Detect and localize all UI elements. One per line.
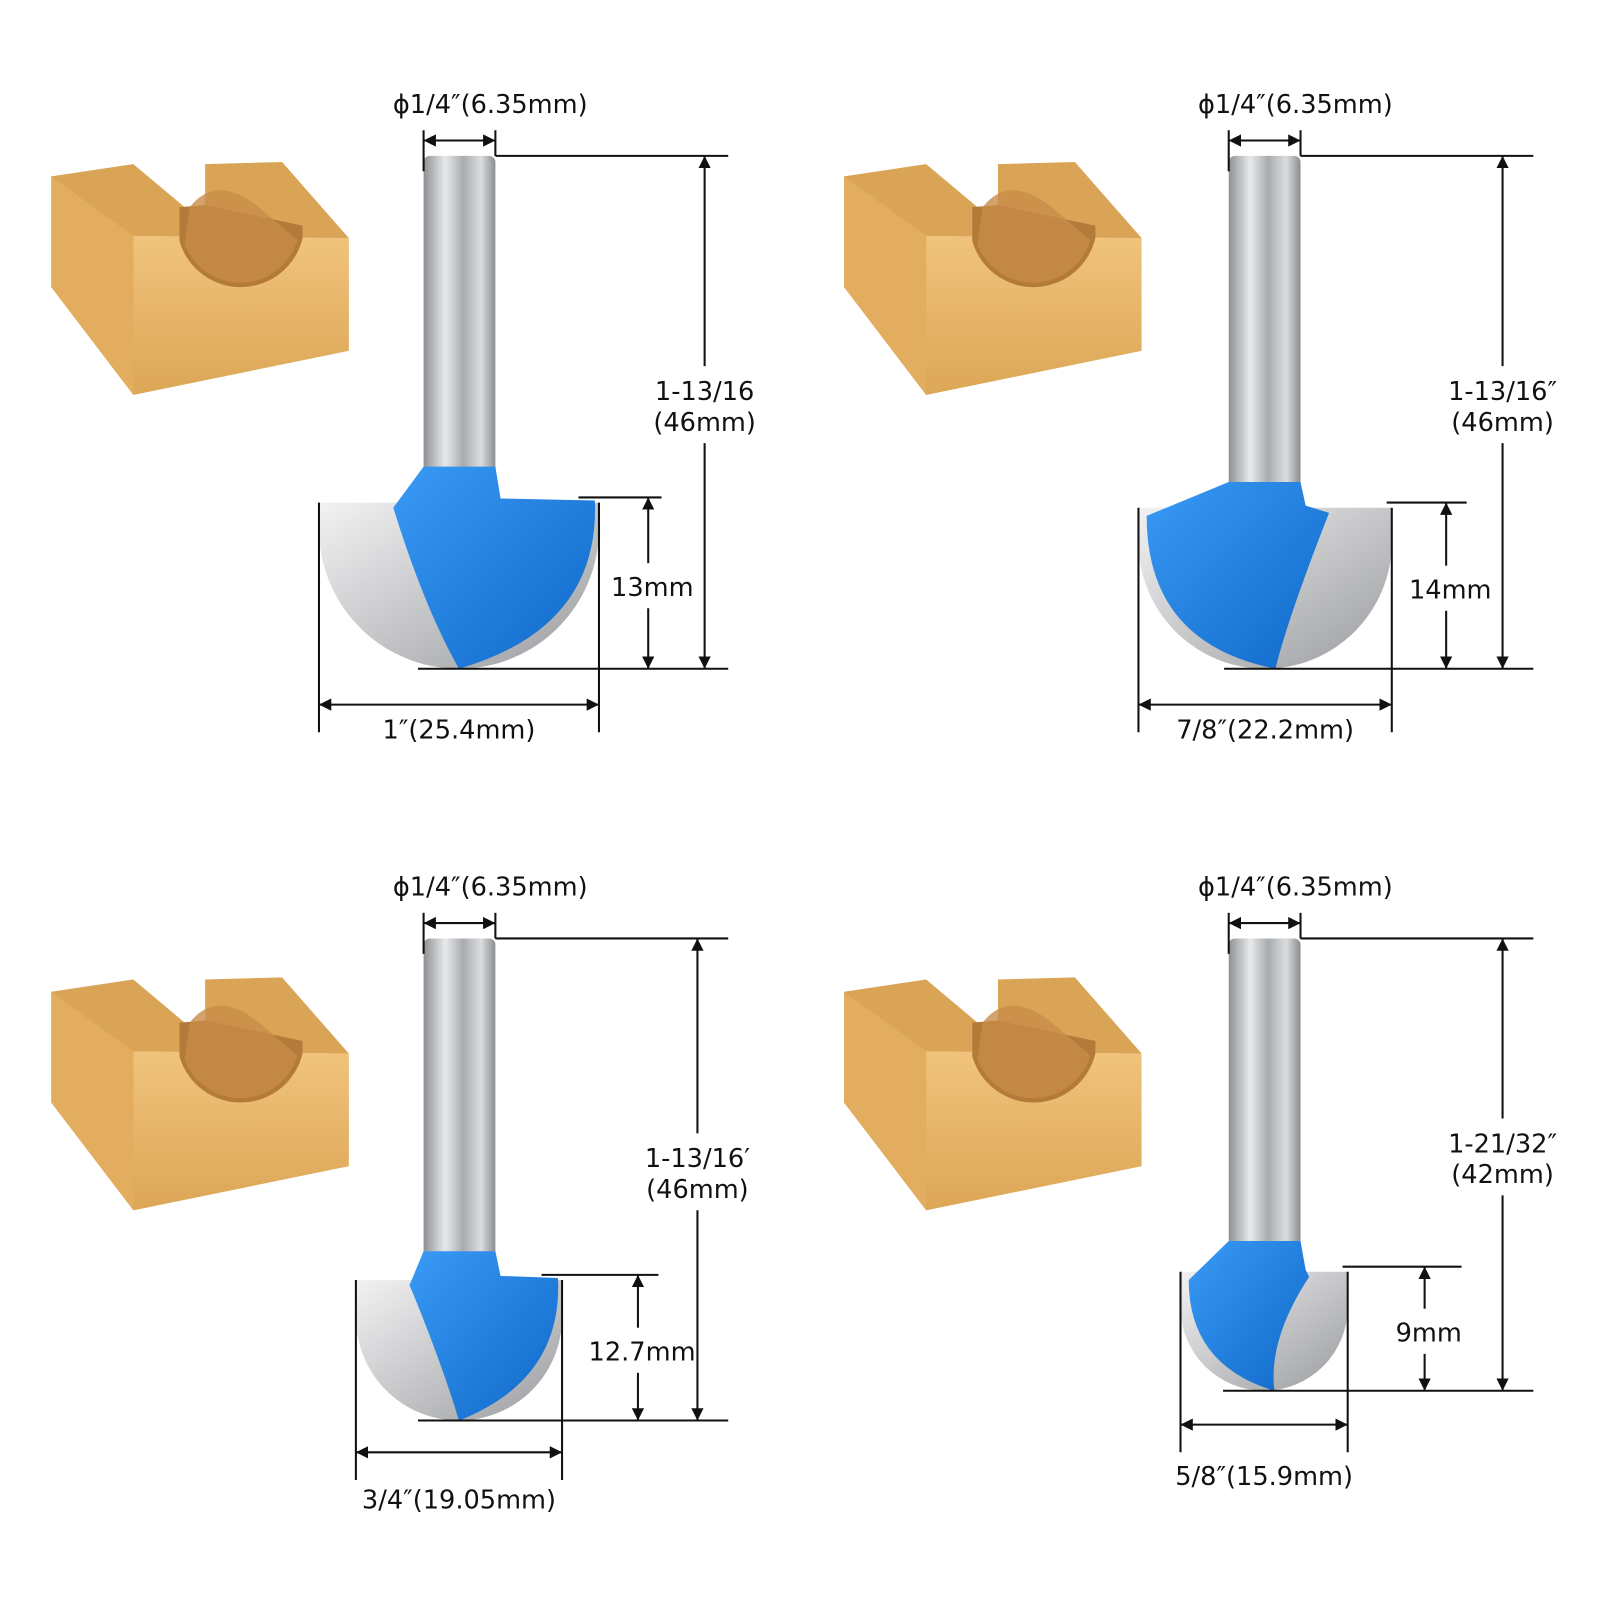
cutting-height-label: 14mm xyxy=(1409,575,1492,605)
shank-diameter-label: ϕ1/4″(6.35mm) xyxy=(1198,90,1393,120)
blue-bit-body xyxy=(1188,1241,1310,1391)
overall-height-label: 1-13/16′ xyxy=(645,1144,750,1174)
wood-left xyxy=(51,176,134,395)
overall-height-label: 1-13/16″ xyxy=(1448,377,1557,407)
bit-panel-1: ϕ1/4″(6.35mm) 1-13/16(46mm) 13mm 1″(25.4mm) xyxy=(51,90,756,745)
cutting-height-label: 9mm xyxy=(1396,1319,1462,1349)
blue-bit-body xyxy=(409,1251,559,1421)
blue-bit-body xyxy=(393,466,596,669)
shank-diameter-label: ϕ1/4″(6.35mm) xyxy=(1198,872,1393,902)
cutting-height-label: 13mm xyxy=(611,573,694,603)
overall-height-mm-label: (46mm) xyxy=(653,408,756,438)
wood-groove-inner xyxy=(184,190,298,283)
bit-panel-2: ϕ1/4″(6.35mm) 1-13/16″(46mm) 14mm 7/8″(22.2… xyxy=(844,90,1557,745)
shank-diameter-label: ϕ1/4″(6.35mm) xyxy=(393,872,588,902)
wood-left xyxy=(844,176,927,395)
wood-front xyxy=(926,235,1142,395)
overall-height-label: 1-13/16 xyxy=(655,377,754,407)
wood-front xyxy=(133,1051,349,1211)
wood-groove-inner xyxy=(977,190,1091,283)
overall-height-mm-label: (46mm) xyxy=(646,1175,749,1205)
shank xyxy=(1228,155,1301,498)
overall-height-mm-label: (46mm) xyxy=(1451,408,1554,438)
shank-diameter-label: ϕ1/4″(6.35mm) xyxy=(393,90,588,120)
wood-block-icon xyxy=(51,977,349,1211)
wood-front xyxy=(133,235,349,395)
wood-front xyxy=(926,1051,1142,1211)
cutting-width-label: 3/4″(19.05mm) xyxy=(362,1486,556,1516)
wood-left xyxy=(844,991,927,1211)
wood-block-icon xyxy=(51,162,349,395)
overall-height-mm-label: (42mm) xyxy=(1451,1160,1554,1190)
shank xyxy=(1228,938,1301,1257)
cutting-width-label: 7/8″(22.2mm) xyxy=(1176,715,1354,745)
wood-block-icon xyxy=(844,977,1142,1211)
wood-groove-inner xyxy=(977,1005,1091,1099)
wood-groove-inner xyxy=(184,1005,298,1099)
wood-block-icon xyxy=(844,162,1142,395)
wood-left xyxy=(51,991,134,1211)
bit-panel-3: ϕ1/4″(6.35mm) 1-13/16′(46mm) 12.7mm 3/4″(19… xyxy=(51,872,750,1516)
cutting-width-label: 5/8″(15.9mm) xyxy=(1175,1462,1353,1492)
blue-bit-body xyxy=(1146,482,1330,669)
cutting-height-label: 12.7mm xyxy=(589,1338,696,1368)
bit-panel-4: ϕ1/4″(6.35mm) 1-21/32″(42mm) 9mm 5/8″(15.9m… xyxy=(844,872,1557,1492)
shank xyxy=(423,938,496,1267)
cutting-width-label: 1″(25.4mm) xyxy=(383,715,536,745)
shank xyxy=(423,155,496,483)
overall-height-label: 1-21/32″ xyxy=(1448,1129,1557,1159)
